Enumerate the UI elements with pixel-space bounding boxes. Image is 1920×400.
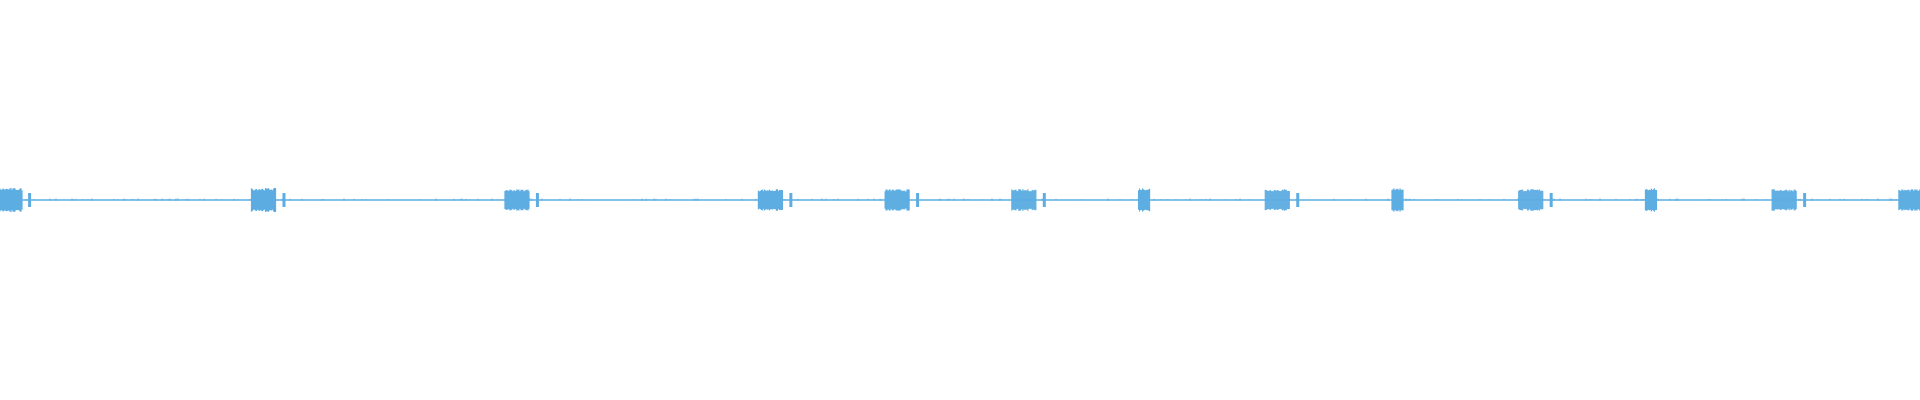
waveform-burst xyxy=(1771,189,1807,211)
waveform-burst xyxy=(1391,188,1404,212)
waveform-burst xyxy=(1644,188,1658,212)
waveform-burst xyxy=(757,189,793,211)
burst-echo xyxy=(789,193,793,207)
burst-echo xyxy=(28,193,32,207)
burst-echo xyxy=(916,193,920,207)
waveform-burst xyxy=(250,188,286,212)
waveform-burst xyxy=(1011,189,1046,211)
waveform-bursts xyxy=(0,188,1920,212)
waveform-burst xyxy=(504,189,539,211)
burst-echo xyxy=(1042,193,1046,207)
burst-echo xyxy=(1803,193,1807,207)
waveform-burst xyxy=(1898,189,1920,211)
burst-echo xyxy=(1296,193,1300,207)
waveform-burst xyxy=(1137,188,1151,212)
waveform-burst xyxy=(1518,189,1553,211)
waveform-burst xyxy=(1264,189,1300,211)
waveform-burst xyxy=(884,189,920,211)
waveform-burst xyxy=(0,188,32,212)
burst-echo xyxy=(1549,193,1553,207)
burst-echo xyxy=(535,193,539,207)
burst-echo xyxy=(282,193,286,207)
